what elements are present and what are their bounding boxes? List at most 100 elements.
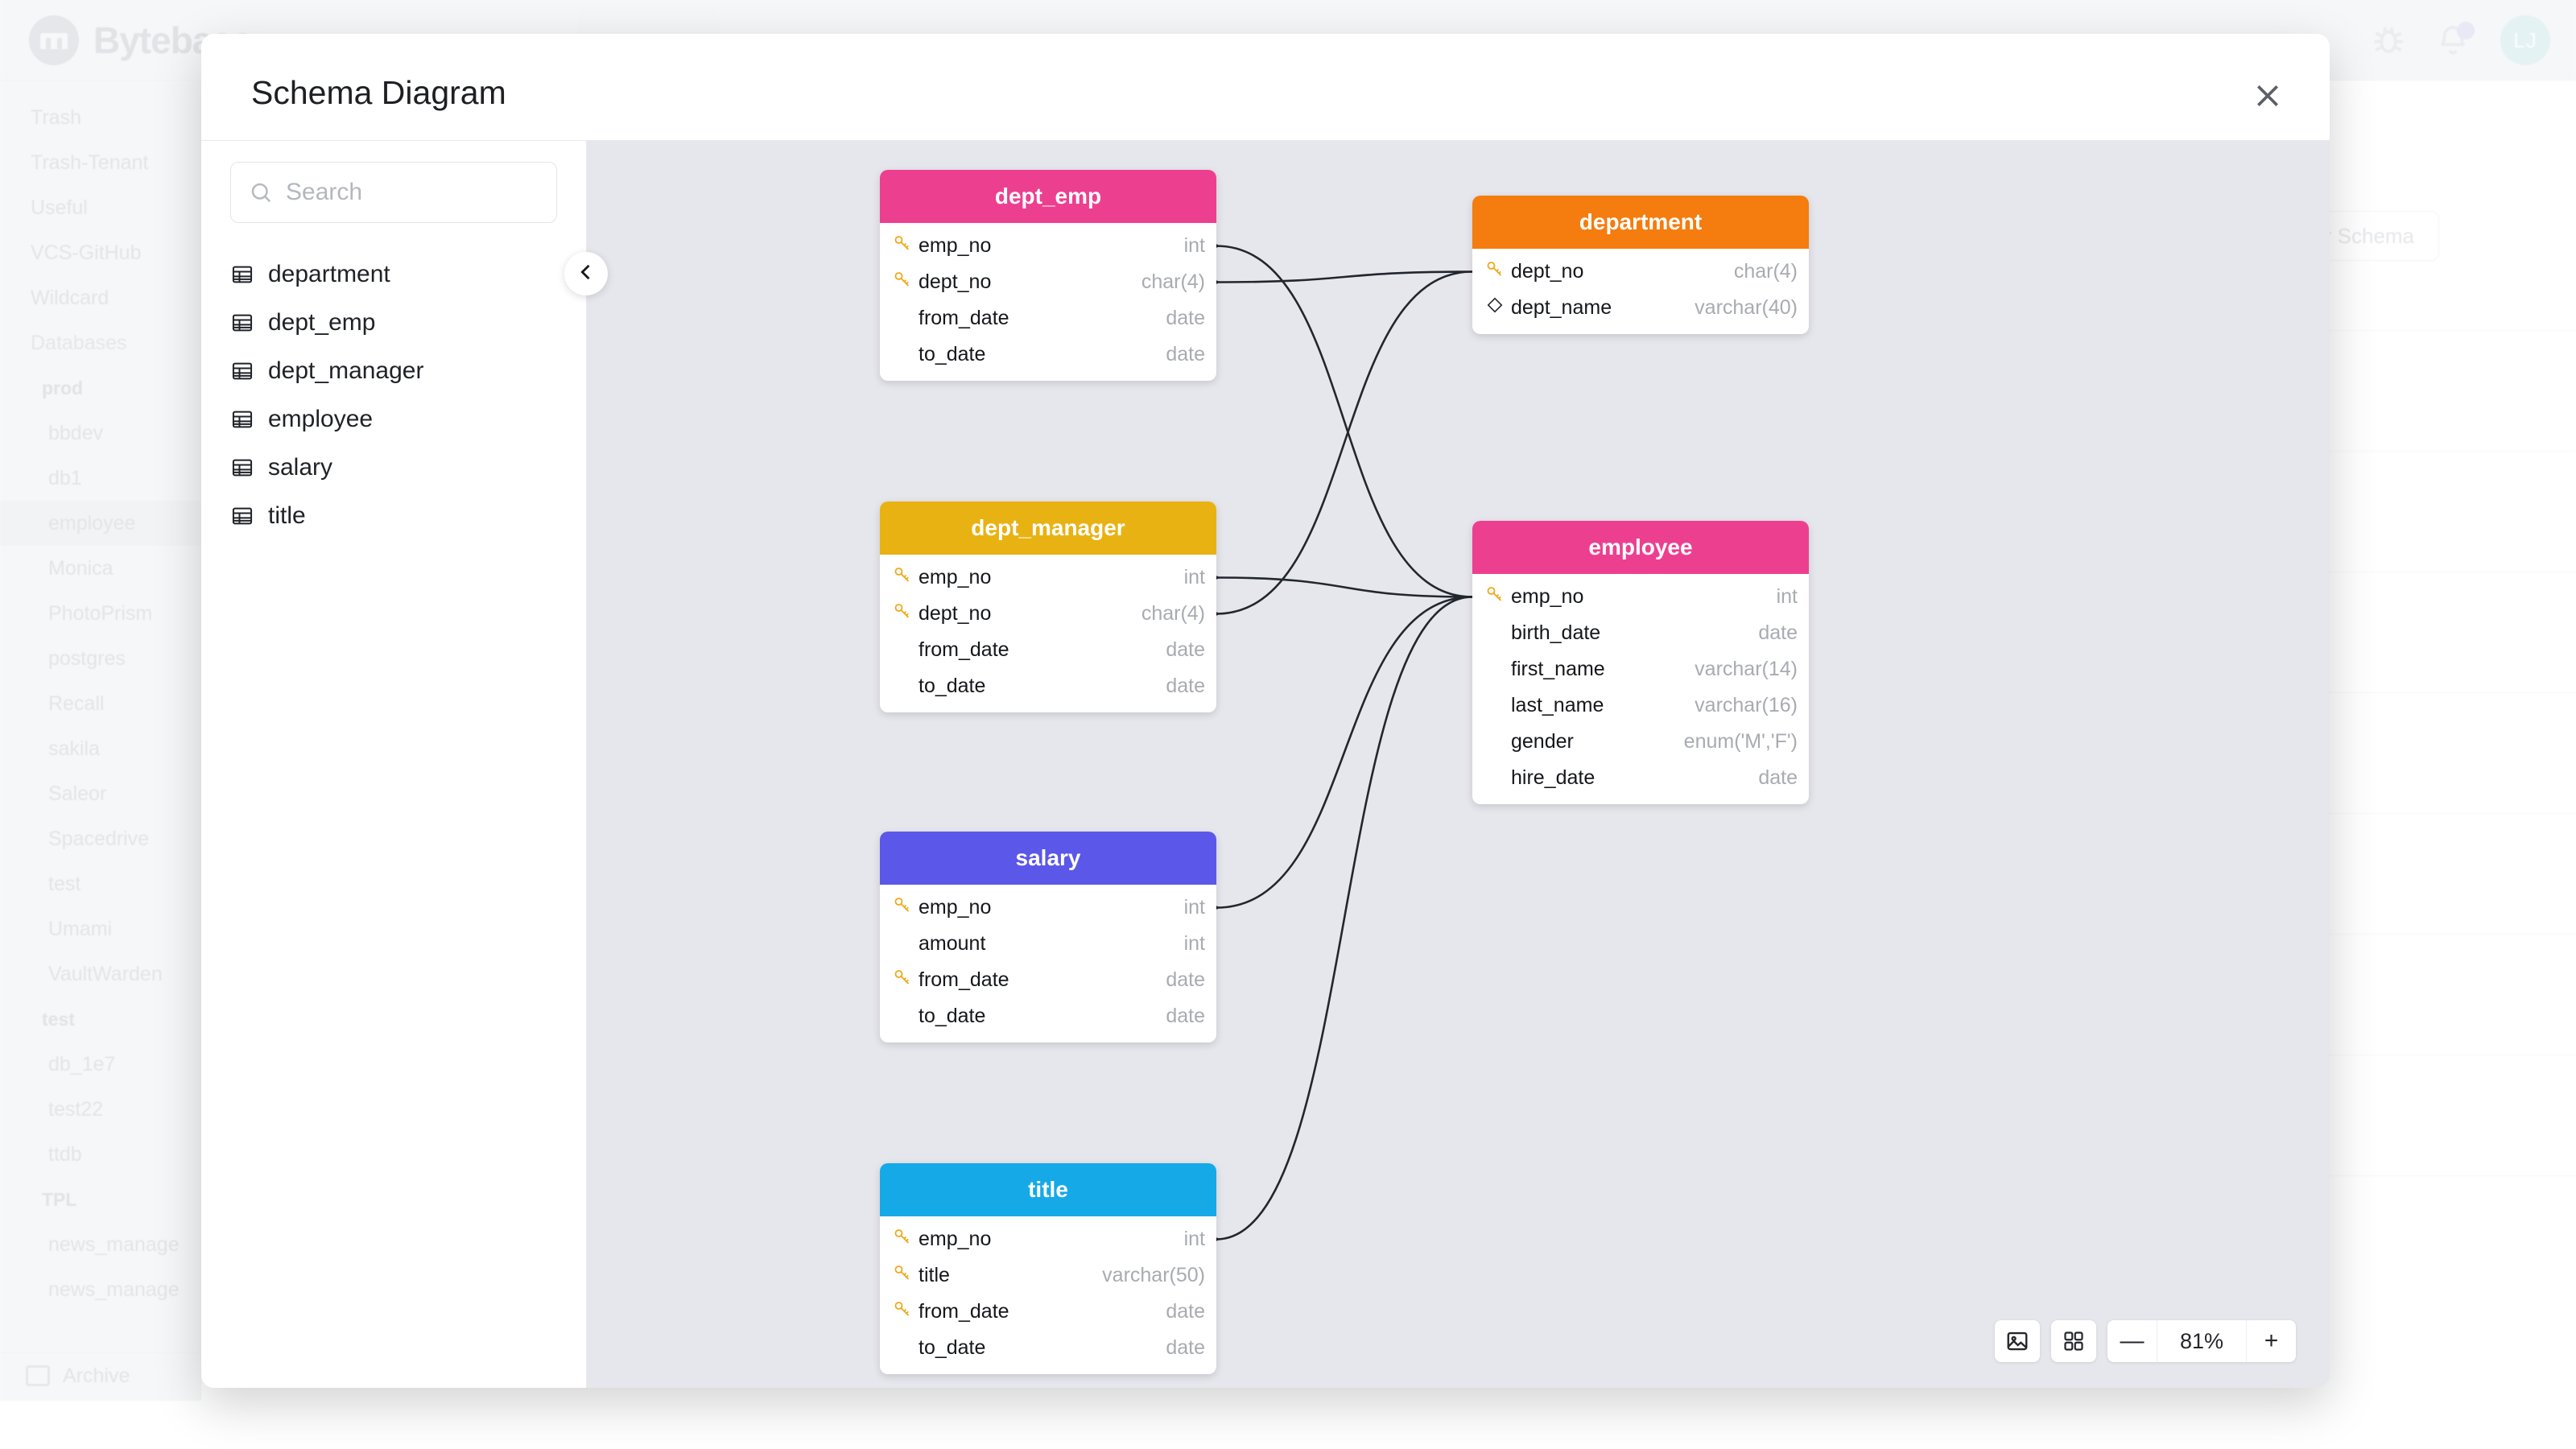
bug-icon[interactable] (2372, 23, 2405, 57)
sidebar-item-label: VCS-GitHub (31, 241, 142, 264)
sidebar-item-news-manage[interactable]: news_manage (0, 1222, 200, 1267)
table-list-item-employee[interactable]: employee (230, 395, 557, 444)
primary-key-icon (893, 601, 912, 626)
column-name: from_date (919, 307, 1009, 329)
zoom-in-button[interactable]: + (2246, 1320, 2296, 1362)
grid-layout-icon[interactable] (2051, 1320, 2096, 1362)
sidebar-item-label: Recall (48, 691, 105, 715)
sidebar-item-postgres[interactable]: postgres (0, 636, 200, 681)
sidebar-item-monica[interactable]: Monica (0, 546, 200, 591)
chevron-left-icon (575, 261, 597, 287)
sidebar-item-ttdb[interactable]: ttdb (0, 1132, 200, 1177)
column-type: date (1166, 1336, 1205, 1359)
column-type: varchar(14) (1695, 658, 1798, 680)
image-export-icon[interactable] (1995, 1320, 2040, 1362)
search-box[interactable] (230, 162, 597, 223)
sidebar-item-label: Databases (31, 331, 127, 354)
sidebar-item-label: Wildcard (31, 286, 109, 309)
search-input[interactable] (286, 179, 597, 206)
column-name: first_name (1511, 658, 1605, 680)
avatar[interactable]: LJ (2500, 15, 2550, 65)
column-name: amount (919, 932, 986, 955)
sidebar-item-bbdev[interactable]: bbdev (0, 411, 200, 456)
table-list-item-salary[interactable]: salary (230, 444, 557, 492)
table-list-item-label: dept_emp (268, 309, 376, 336)
sidebar-item-useful[interactable]: Useful (0, 185, 200, 230)
sidebar-item-trash-tenant[interactable]: Trash-Tenant (0, 140, 200, 185)
column-name: last_name (1511, 694, 1604, 716)
collapse-panel-button[interactable] (564, 252, 608, 295)
table-list-item-title[interactable]: title (230, 492, 557, 540)
sidebar-item-recall[interactable]: Recall (0, 681, 200, 726)
sidebar-item-news-manage[interactable]: news_manage (0, 1267, 200, 1312)
sidebar-item-prod[interactable]: prod (0, 365, 200, 411)
sidebar-item-vcs-github[interactable]: VCS-GitHub (0, 230, 200, 275)
sidebar-item-db1[interactable]: db1 (0, 456, 200, 501)
sidebar-item-db-1e7[interactable]: db_1e7 (0, 1042, 200, 1087)
column-type: varchar(50) (1102, 1264, 1205, 1286)
close-icon[interactable] (2244, 72, 2291, 119)
sidebar-item-test[interactable]: test (0, 997, 200, 1042)
sidebar-item-trash[interactable]: Trash (0, 95, 200, 140)
sidebar-item-photoprism[interactable]: PhotoPrism (0, 591, 200, 636)
sidebar-item-vaultwarden[interactable]: VaultWarden (0, 952, 200, 997)
bell-icon[interactable] (2436, 22, 2475, 57)
sidebar-item-saleor[interactable]: Saleor (0, 771, 200, 816)
sidebar-item-test[interactable]: test (0, 861, 200, 906)
table-list-item-dept_emp[interactable]: dept_emp (230, 299, 557, 347)
table-list-item-dept_manager[interactable]: dept_manager (230, 347, 557, 395)
primary-key-icon (1485, 259, 1505, 284)
zoom-out-button[interactable]: — (2107, 1320, 2157, 1362)
column-name: dept_name (1511, 296, 1612, 319)
table-list-item-department[interactable]: department (230, 250, 557, 299)
table-column-row[interactable]: first_name varchar(14) (1472, 651, 1809, 687)
sidebar-item-label: db1 (48, 466, 82, 489)
table-icon (230, 360, 254, 382)
sidebar-item-spacedrive[interactable]: Spacedrive (0, 816, 200, 861)
sidebar-item-tpl[interactable]: TPL (0, 1177, 200, 1222)
sidebar-item-test22[interactable]: test22 (0, 1087, 200, 1132)
column-type: date (1166, 1300, 1205, 1323)
sidebar-item-umami[interactable]: Umami (0, 906, 200, 952)
sidebar-item-archive[interactable]: Archive (0, 1353, 201, 1398)
sidebar-item-employee[interactable]: employee (0, 501, 200, 546)
sidebar-item-sakila[interactable]: sakila (0, 726, 200, 771)
primary-key-icon (1485, 584, 1505, 609)
sidebar-footer: Archive (0, 1352, 201, 1401)
sidebar-item-wildcard[interactable]: Wildcard (0, 275, 200, 320)
column-name: birth_date (1511, 621, 1601, 644)
